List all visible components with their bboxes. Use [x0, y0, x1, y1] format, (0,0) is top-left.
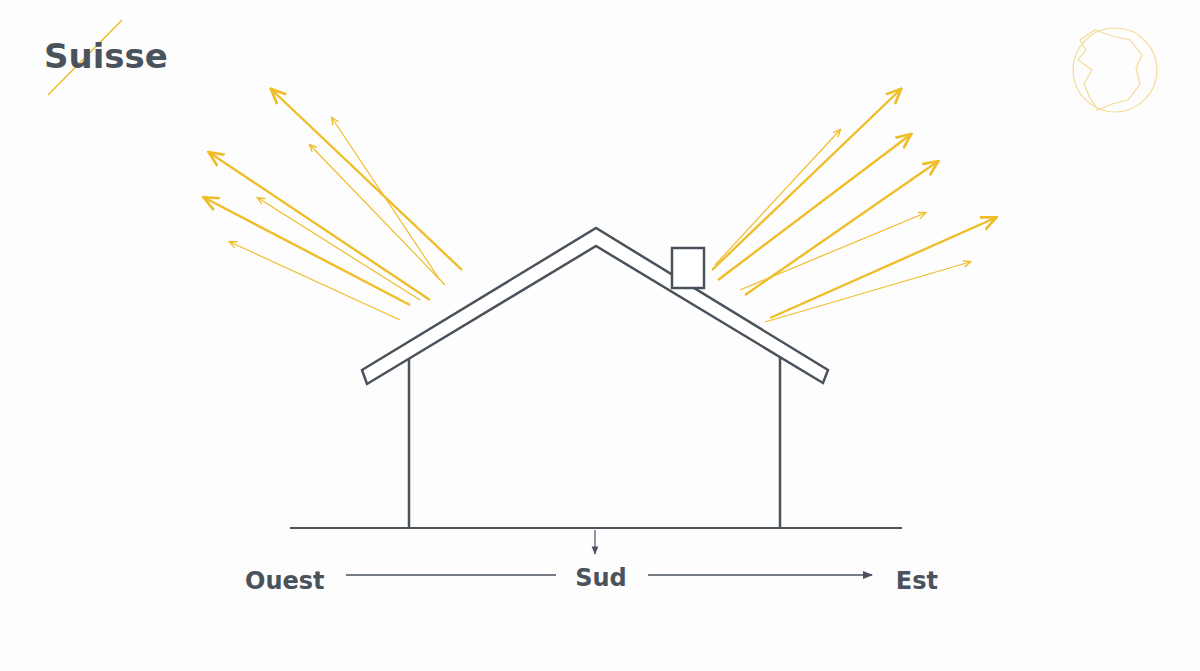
sun-ray — [712, 90, 900, 270]
sun-ray — [745, 162, 937, 295]
sun-rays — [205, 90, 995, 322]
direction-label: Ouest — [243, 567, 327, 595]
sun-ray — [765, 262, 970, 322]
sun-ray — [740, 213, 925, 290]
sun-ray — [272, 90, 462, 270]
map-outline — [1073, 28, 1157, 112]
sun-ray — [230, 242, 400, 320]
sun-ray — [210, 153, 430, 300]
sun-ray — [718, 135, 910, 280]
direction-label: Est — [894, 567, 940, 595]
sun-ray — [770, 218, 995, 318]
house-outline — [362, 228, 828, 528]
sun-ray — [332, 118, 440, 280]
title: Suisse — [44, 36, 168, 76]
sun-ray — [715, 130, 840, 265]
sun-ray — [258, 198, 420, 300]
direction-label: Sud — [573, 564, 629, 592]
sun-ray — [205, 198, 410, 305]
